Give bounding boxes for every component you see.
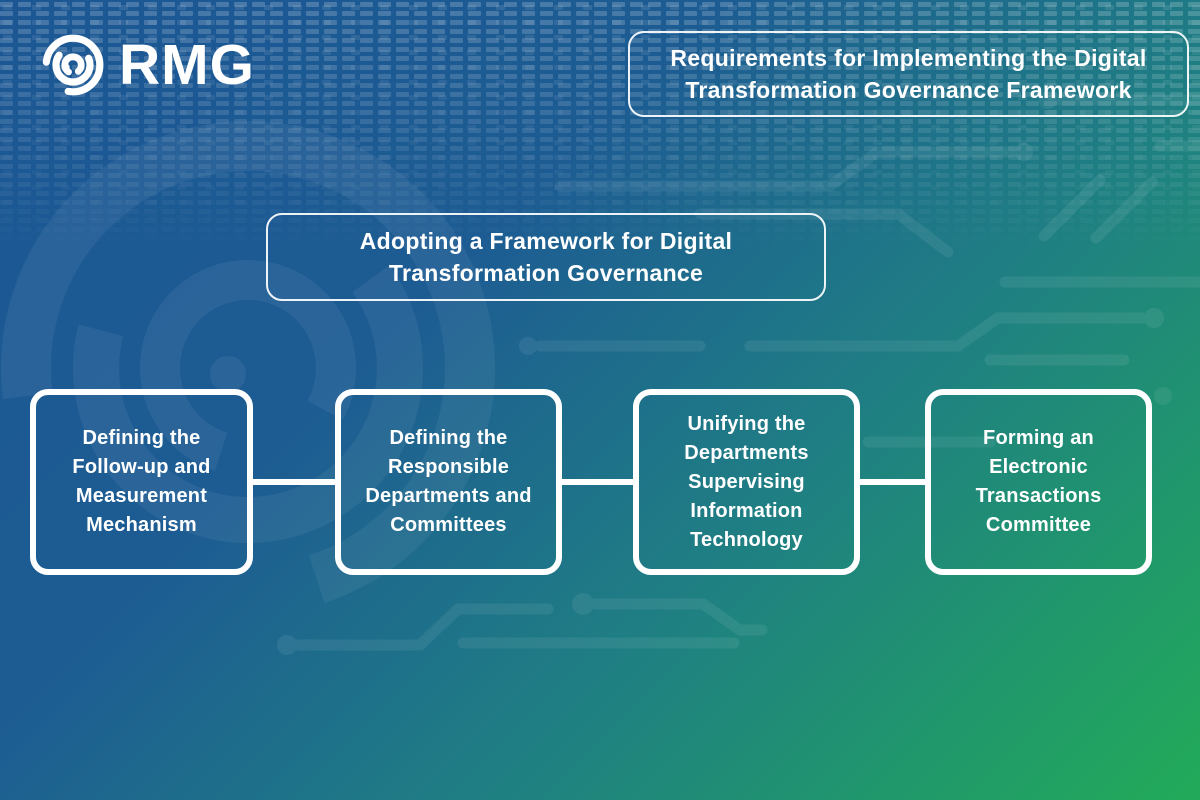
connector-line-2	[561, 479, 634, 485]
framework-label: Adopting a Framework for Digital Transfo…	[359, 228, 733, 286]
connector-line-3	[859, 479, 926, 485]
connector-line-1	[252, 479, 336, 485]
step-label: Forming an Electronic Transactions Commi…	[975, 427, 1102, 536]
header-title-box: Requirements for Implementing the Digita…	[628, 31, 1189, 117]
step-box-3: Unifying the Departments Supervising Inf…	[633, 389, 860, 575]
framework-box: Adopting a Framework for Digital Transfo…	[266, 213, 826, 301]
step-label: Defining the Follow-up and Measurement M…	[72, 427, 211, 536]
step-label: Defining the Responsible Departments and…	[365, 427, 532, 536]
rmg-logo-text: RMG	[119, 33, 255, 97]
rmg-logo: RMG	[40, 32, 255, 98]
step-label: Unifying the Departments Supervising Inf…	[684, 412, 809, 551]
rmg-spiral-icon	[42, 34, 104, 96]
step-box-2: Defining the Responsible Departments and…	[335, 389, 562, 575]
step-box-1: Defining the Follow-up and Measurement M…	[30, 389, 253, 575]
header-title-text: Requirements for Implementing the Digita…	[670, 45, 1147, 103]
step-box-4: Forming an Electronic Transactions Commi…	[925, 389, 1152, 575]
